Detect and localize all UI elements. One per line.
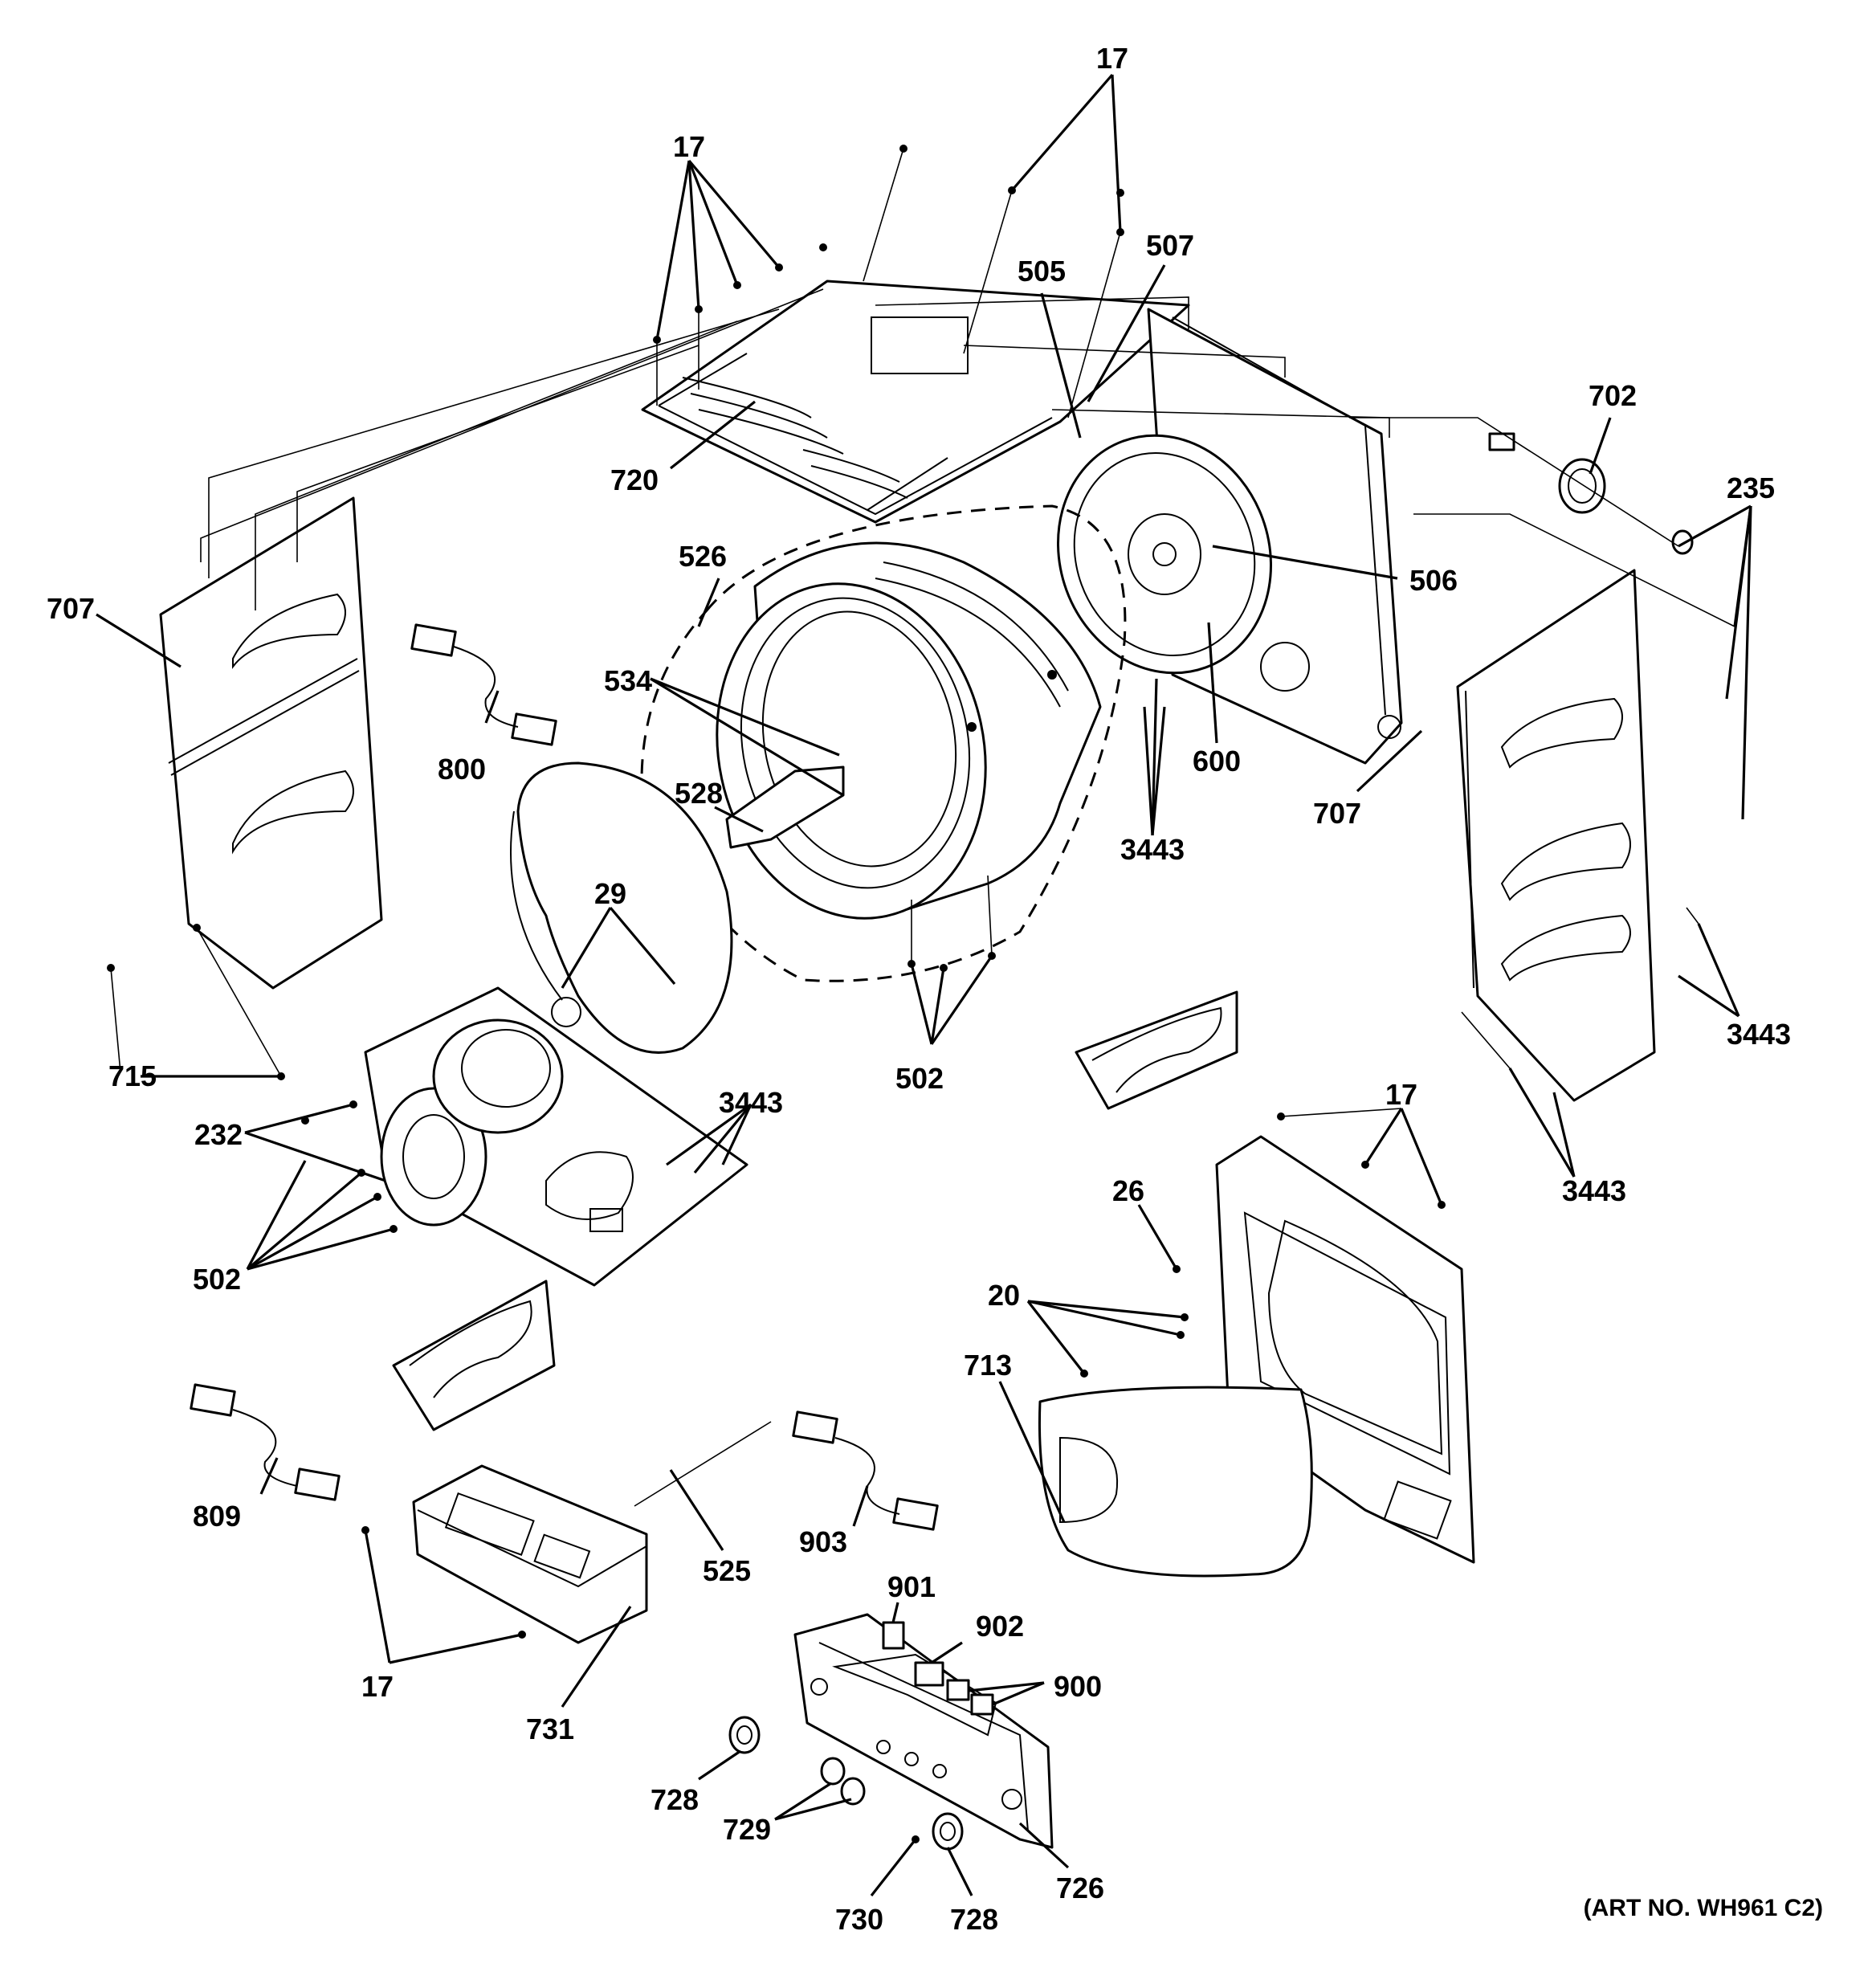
knob-729-b: [840, 1777, 866, 1806]
callout-502-center: 502: [895, 1062, 944, 1095]
knob-728-left: [728, 1716, 761, 1754]
callout-235: 235: [1727, 471, 1775, 504]
art-number: (ART NO. WH961 C2): [1584, 1895, 1823, 1921]
callout-17-bottom: 17: [361, 1670, 394, 1703]
callout-900: 900: [1054, 1670, 1102, 1703]
ring-702: [1558, 458, 1606, 514]
callout-502-left: 502: [193, 1263, 241, 1296]
drum: [716, 541, 1102, 920]
switch-901: [882, 1621, 905, 1650]
callout-728-left: 728: [651, 1783, 699, 1816]
callout-17-top: 17: [1096, 42, 1128, 75]
callout-730: 730: [835, 1903, 883, 1936]
callout-901: 901: [887, 1570, 936, 1603]
callout-720: 720: [610, 463, 659, 496]
top-panel: [641, 280, 1190, 524]
control-board: [412, 1464, 648, 1644]
callout-525: 525: [703, 1554, 751, 1587]
harness-809: [190, 1383, 341, 1501]
callout-726: 726: [1056, 1872, 1104, 1904]
callout-526: 526: [679, 540, 727, 573]
callout-728-bottom: 728: [950, 1903, 998, 1936]
callout-507: 507: [1146, 229, 1194, 262]
callout-232: 232: [194, 1118, 243, 1151]
callout-800: 800: [438, 753, 486, 786]
callout-26: 26: [1112, 1174, 1144, 1207]
harness-800: [410, 623, 557, 746]
callout-809: 809: [193, 1500, 241, 1533]
switch-902: [914, 1661, 944, 1687]
base-assembly: [364, 986, 748, 1287]
callout-528: 528: [675, 777, 723, 810]
door: [1038, 1386, 1313, 1578]
callout-3443-center: 3443: [1120, 833, 1185, 866]
knob-729-a: [820, 1757, 846, 1786]
left-side-panel: [159, 496, 383, 990]
leader-lines: [96, 73, 1752, 1896]
right-duct-bracket: [1075, 990, 1238, 1110]
callout-505: 505: [1018, 255, 1066, 288]
callout-600: 600: [1193, 745, 1241, 778]
callout-534: 534: [604, 664, 652, 697]
callout-20: 20: [988, 1279, 1020, 1312]
knob-728-bottom: [932, 1812, 964, 1851]
callout-29: 29: [594, 877, 626, 910]
control-panel: [793, 1613, 1054, 1849]
callout-902: 902: [976, 1610, 1024, 1643]
plug-part: [1671, 529, 1694, 555]
callout-3443-base: 3443: [719, 1086, 783, 1119]
callout-903: 903: [799, 1525, 847, 1558]
lower-duct-bracket: [392, 1280, 556, 1431]
callout-17-door: 17: [1385, 1078, 1417, 1111]
callout-715: 715: [108, 1059, 157, 1092]
callout-702: 702: [1589, 379, 1637, 412]
callout-17-left: 17: [673, 130, 705, 163]
callout-707-right: 707: [1313, 797, 1361, 830]
callout-707-left: 707: [47, 592, 95, 625]
callout-3443-right: 3443: [1727, 1018, 1791, 1051]
callout-713: 713: [964, 1349, 1012, 1382]
harness-903: [792, 1410, 939, 1531]
right-side-panel: [1456, 569, 1656, 1102]
callout-506: 506: [1409, 564, 1458, 597]
callout-729: 729: [723, 1813, 771, 1846]
drive-belt: [510, 761, 733, 1054]
rear-bulkhead: [1057, 434, 1272, 675]
callout-labels: 17 17 505 507 702 235 720 707 526 506 53…: [47, 42, 1791, 1936]
callout-731: 731: [526, 1712, 574, 1745]
switch-900: [946, 1679, 994, 1716]
callout-3443-lower-right: 3443: [1562, 1174, 1626, 1207]
clip-part: [1488, 432, 1515, 451]
